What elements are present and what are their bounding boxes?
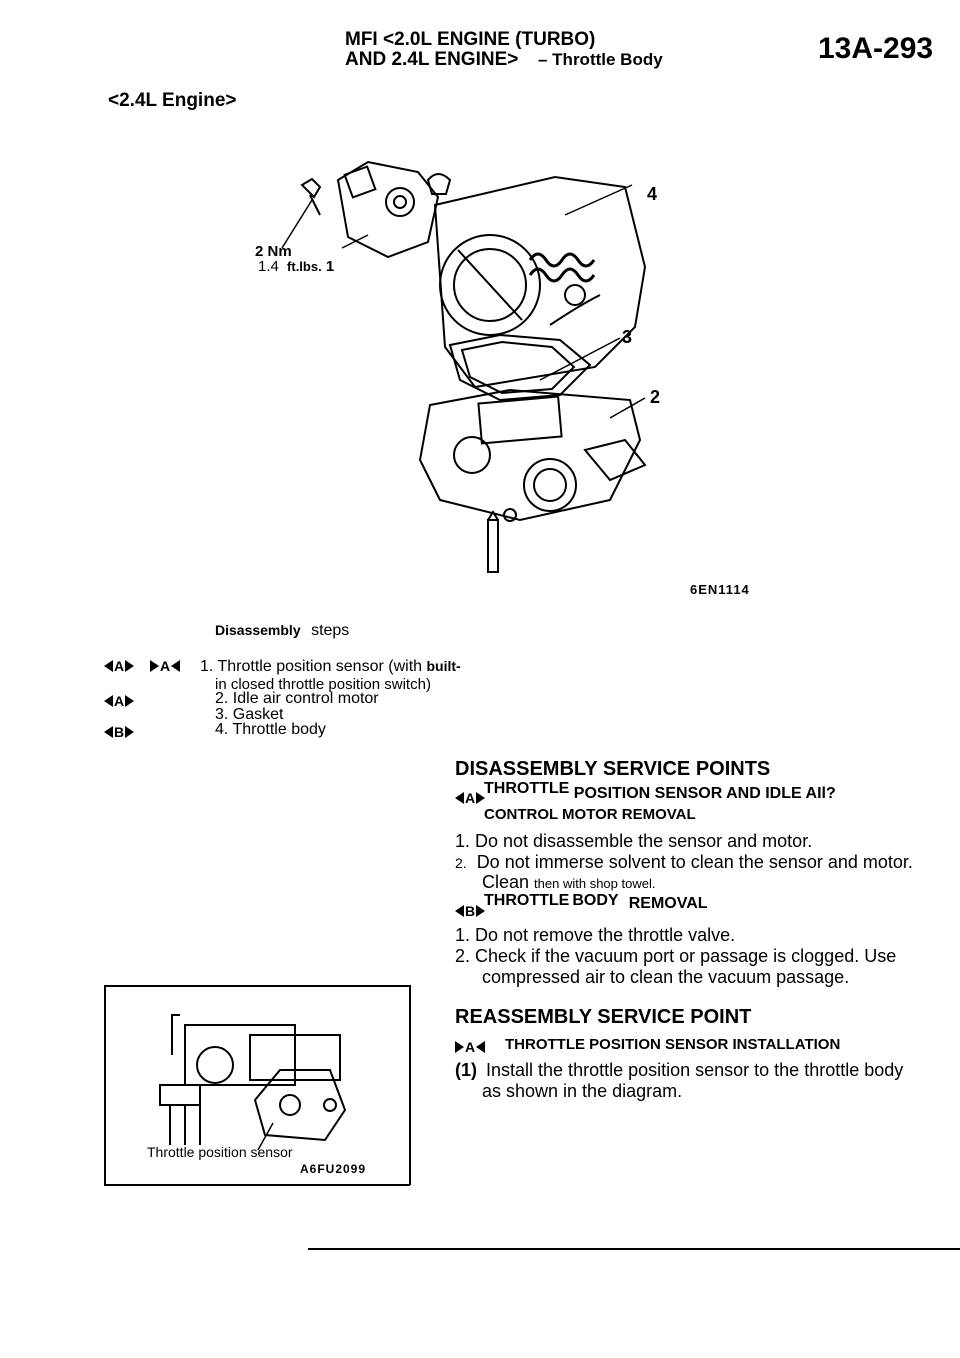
disassembly-title-word: Disassembly — [215, 622, 301, 638]
left-arrow-icon — [455, 792, 464, 804]
figure2-bottom-border — [104, 1184, 410, 1186]
pointA-item2-cont: Clean then with shop towel. — [482, 872, 656, 892]
torque-ft-unit: ft.lbs. — [287, 259, 322, 274]
engine-label: <2.4L Engine> — [108, 90, 237, 111]
figure2-top-border — [104, 985, 410, 987]
header-line1: MFI <2.0L ENGINE (TURBO) — [345, 29, 596, 50]
header-section: – Throttle Body — [538, 50, 663, 69]
torque-ft-value: 1.4 — [258, 258, 279, 275]
figure2-left-border — [104, 985, 106, 1185]
left-arrow-icon — [104, 726, 113, 738]
disassembly-title-suffix: steps — [311, 622, 350, 639]
torque-ref: 1 — [325, 258, 335, 275]
step1: 1. Throttle position sensor (with built- — [200, 658, 461, 675]
pointA-heading-line2: CONTROL MOTOR REMOVAL — [484, 806, 696, 823]
reassembly-heading: THROTTLE POSITION SENSOR INSTALLATION — [505, 1036, 841, 1053]
page-number: 13A-293 — [818, 32, 934, 65]
figure-code-1: 6EN1114 — [690, 582, 750, 597]
figure2-diagram — [159, 1014, 347, 1150]
step1-marker-a-in: A — [150, 658, 181, 674]
right-arrow-icon — [150, 660, 159, 672]
torque-nm: 2 Nm — [255, 243, 292, 260]
pointB-marker: B — [455, 903, 486, 919]
step1-marker-a-out: A — [104, 658, 135, 674]
torque-ft: 1.4 ft.lbs. 1 — [258, 258, 334, 275]
figure2-right-border — [409, 985, 411, 1185]
reassembly-item-cont: as shown in the diagram. — [482, 1081, 683, 1101]
pointA-item2: 2.Do not immerse solvent to clean the se… — [455, 852, 913, 872]
callout-2: 2 — [650, 387, 661, 407]
figure2-caption: Throttle position sensor — [147, 1144, 293, 1160]
callout-4: 4 — [647, 184, 658, 204]
pointB-item2: 2. Check if the vacuum port or passage i… — [455, 946, 897, 966]
pointB-item1: 1. Do not remove the throttle valve. — [455, 925, 736, 945]
header-line2: AND 2.4L ENGINE> — [345, 49, 519, 70]
step2-marker: A — [104, 693, 135, 709]
bottom-rule — [308, 1248, 960, 1250]
step4: 4. Throttle body — [215, 721, 326, 738]
reassembly-marker: A — [455, 1039, 486, 1055]
figure2-code: A6FU2099 — [300, 1162, 367, 1176]
service-points-title: DISASSEMBLY SERVICE POINTS — [455, 758, 771, 780]
right-arrow-icon — [476, 905, 486, 917]
step2: 2. Idle air control motor — [215, 690, 379, 707]
pointA-item1: 1. Do not disassemble the sensor and mot… — [455, 831, 813, 851]
right-arrow-icon — [455, 1041, 464, 1053]
right-arrow-icon — [125, 695, 135, 707]
pointA-marker: A — [455, 790, 486, 806]
right-arrow-icon — [125, 726, 135, 738]
reassembly-item: (1) Install the throttle position sensor… — [455, 1060, 904, 1080]
exploded-diagram — [281, 160, 647, 573]
reassembly-title: REASSEMBLY SERVICE POINT — [455, 1006, 752, 1028]
step1-cont: in closed throttle position switch) — [215, 676, 431, 693]
left-arrow-icon — [104, 660, 113, 672]
pointA-heading: THROTTLE POSITION SENSOR AND IDLE AIl? — [484, 780, 836, 802]
right-arrow-icon — [125, 660, 135, 672]
left-arrow-icon — [455, 905, 464, 917]
callout-3: 3 — [622, 327, 633, 347]
left-arrow-icon — [104, 695, 113, 707]
left-arrow-icon — [171, 660, 181, 672]
left-arrow-icon — [476, 1041, 486, 1053]
step3: 3. Gasket — [215, 706, 284, 723]
right-arrow-icon — [476, 792, 486, 804]
pointB-item2-cont: compressed air to clean the vacuum passa… — [482, 967, 850, 987]
disassembly-title: Disassembly steps — [215, 622, 349, 639]
step4-marker: B — [104, 724, 135, 740]
